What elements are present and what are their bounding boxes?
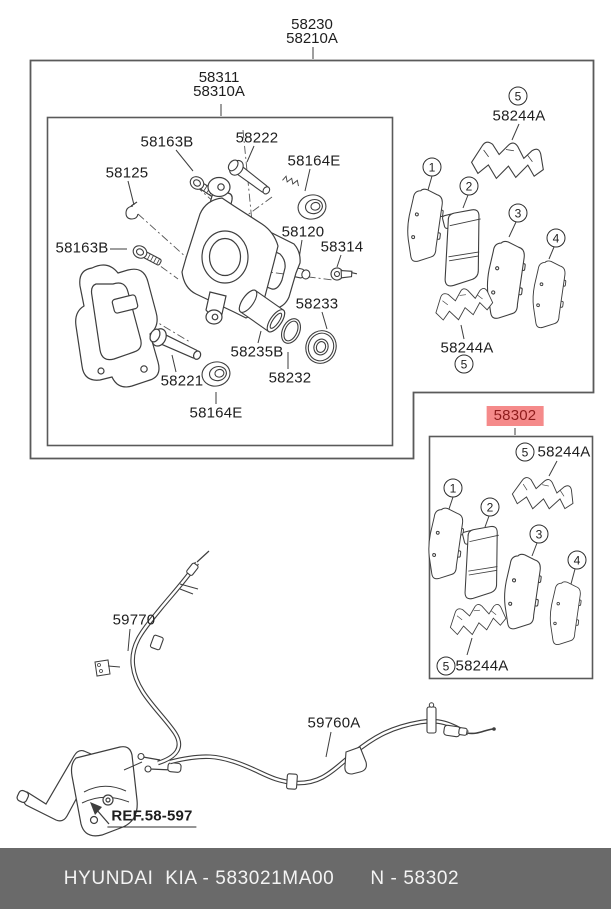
label-58164e-bottom: 58164E bbox=[189, 404, 243, 422]
outer-assembly-box bbox=[29, 59, 595, 460]
footer-catalog-ref: N - 58302 bbox=[370, 867, 460, 889]
callout-5-upper-bottom: 5 bbox=[454, 354, 474, 374]
label-assembly-58230: 58230 58210A bbox=[286, 16, 338, 47]
label-58210a: 58210A bbox=[286, 30, 338, 47]
footer-brand-part: HYUNDAI KIA - 583021MA00 bbox=[63, 867, 335, 889]
leader-lines bbox=[110, 47, 576, 758]
callout-2-lower: 2 bbox=[480, 497, 500, 517]
label-58244a-lower-bottom: 58244A bbox=[455, 657, 509, 675]
label-58120: 58120 bbox=[281, 223, 325, 241]
label-ref-58-597: REF.58-597 bbox=[107, 809, 197, 828]
cable-59770-drawing bbox=[94, 550, 210, 766]
label-58302-highlighted: 58302 bbox=[486, 406, 544, 426]
label-58311: 58311 bbox=[198, 69, 240, 86]
label-58221: 58221 bbox=[160, 372, 204, 390]
callout-4-lower: 4 bbox=[567, 550, 587, 570]
caliper-sub-box bbox=[46, 116, 394, 447]
callout-5-lower-bottom: 5 bbox=[436, 656, 456, 676]
label-58222: 58222 bbox=[235, 129, 279, 147]
callout-2-upper: 2 bbox=[459, 176, 479, 196]
label-58232: 58232 bbox=[268, 369, 312, 387]
ref-arrow bbox=[90, 802, 110, 825]
piston-and-seals bbox=[146, 289, 337, 390]
footer-bar: HYUNDAI KIA - 583021MA00 N - 58302 bbox=[0, 848, 611, 909]
pad-kit-lower-drawing bbox=[424, 472, 584, 648]
caliper-body-drawing bbox=[181, 176, 301, 325]
label-58163b-top: 58163B bbox=[140, 133, 194, 151]
label-58230: 58230 bbox=[291, 16, 333, 33]
callout-4-upper: 4 bbox=[546, 228, 566, 248]
callout-5-upper-top: 5 bbox=[508, 86, 528, 106]
label-58244a-upper-bottom: 58244A bbox=[440, 339, 494, 357]
label-58125: 58125 bbox=[105, 164, 149, 182]
label-59770: 59770 bbox=[112, 611, 156, 629]
callout-3-lower: 3 bbox=[529, 524, 549, 544]
brake-lever-drawing bbox=[16, 746, 143, 837]
label-58314: 58314 bbox=[320, 238, 364, 256]
label-58163b-left: 58163B bbox=[55, 239, 109, 257]
callout-1-upper: 1 bbox=[422, 157, 442, 177]
callout-1-lower: 1 bbox=[443, 478, 463, 498]
label-58310a: 58310A bbox=[193, 83, 245, 100]
cable-59760a-drawing bbox=[137, 702, 496, 790]
label-58233: 58233 bbox=[295, 295, 339, 313]
carrier-bracket-drawing bbox=[75, 264, 160, 388]
callout-3-upper: 3 bbox=[508, 203, 528, 223]
label-58244a-upper-top: 58244A bbox=[492, 107, 546, 125]
label-assembly-58311: 58311 58310A bbox=[193, 69, 245, 100]
callout-5-lower-top: 5 bbox=[515, 442, 535, 462]
label-58164e-top: 58164E bbox=[287, 152, 341, 170]
label-59760a: 59760A bbox=[307, 714, 361, 732]
label-58244a-lower-top: 58244A bbox=[537, 443, 591, 461]
label-58235b: 58235B bbox=[230, 343, 284, 361]
